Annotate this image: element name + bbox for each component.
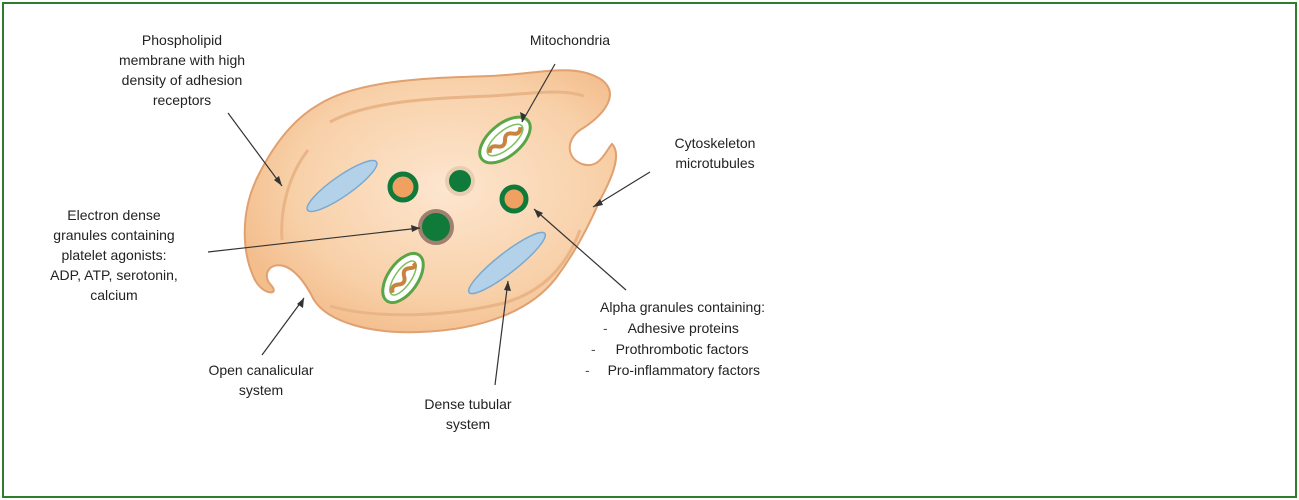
platelet-membrane: [245, 70, 616, 332]
list-item: - Prothrombotic factors: [591, 339, 760, 360]
label-line: density of adhesion: [92, 70, 272, 90]
label-line: system: [196, 380, 326, 400]
alpha-granule-1: [390, 174, 416, 200]
list-item-text: Pro-inflammatory factors: [608, 362, 760, 378]
alpha-granule-2: [502, 187, 526, 211]
label-line: membrane with high: [92, 50, 272, 70]
dense-granule-1: [447, 168, 473, 194]
label-line: Open canalicular: [196, 360, 326, 380]
list-dash: -: [585, 360, 590, 381]
list-item-text: Prothrombotic factors: [616, 341, 749, 357]
label-line: Electron dense: [28, 205, 200, 225]
leader-open-canalicular: [262, 298, 304, 355]
list-item: - Pro-inflammatory factors: [585, 360, 760, 381]
label-line: receptors: [92, 90, 272, 110]
dense-granule-2: [420, 211, 452, 243]
label-cytoskeleton: Cytoskeleton microtubules: [655, 133, 775, 173]
label-line: Phospholipid: [92, 30, 272, 50]
label-line: Alpha granules containing:: [600, 297, 820, 317]
label-phospholipid: Phospholipid membrane with high density …: [92, 30, 272, 110]
label-line: microtubules: [655, 153, 775, 173]
label-mitochondria: Mitochondria: [510, 30, 630, 50]
label-open-canalicular: Open canalicular system: [196, 360, 326, 400]
label-alpha-title: Alpha granules containing:: [600, 297, 820, 317]
label-line: system: [408, 414, 528, 434]
label-dense-tubular: Dense tubular system: [408, 394, 528, 434]
list-dash: -: [591, 339, 596, 360]
list-dash: -: [603, 318, 608, 339]
label-line: Dense tubular: [408, 394, 528, 414]
label-electron-dense: Electron dense granules containing plate…: [28, 205, 200, 305]
label-line: platelet agonists:: [28, 245, 200, 265]
label-line: Mitochondria: [510, 30, 630, 50]
list-item-text: Adhesive proteins: [628, 320, 739, 336]
label-line: granules containing: [28, 225, 200, 245]
list-item: - Adhesive proteins: [603, 318, 760, 339]
label-line: ADP, ATP, serotonin,: [28, 265, 200, 285]
label-line: calcium: [28, 285, 200, 305]
alpha-granule-contents-list: - Adhesive proteins - Prothrombotic fact…: [585, 318, 760, 381]
label-line: Cytoskeleton: [655, 133, 775, 153]
